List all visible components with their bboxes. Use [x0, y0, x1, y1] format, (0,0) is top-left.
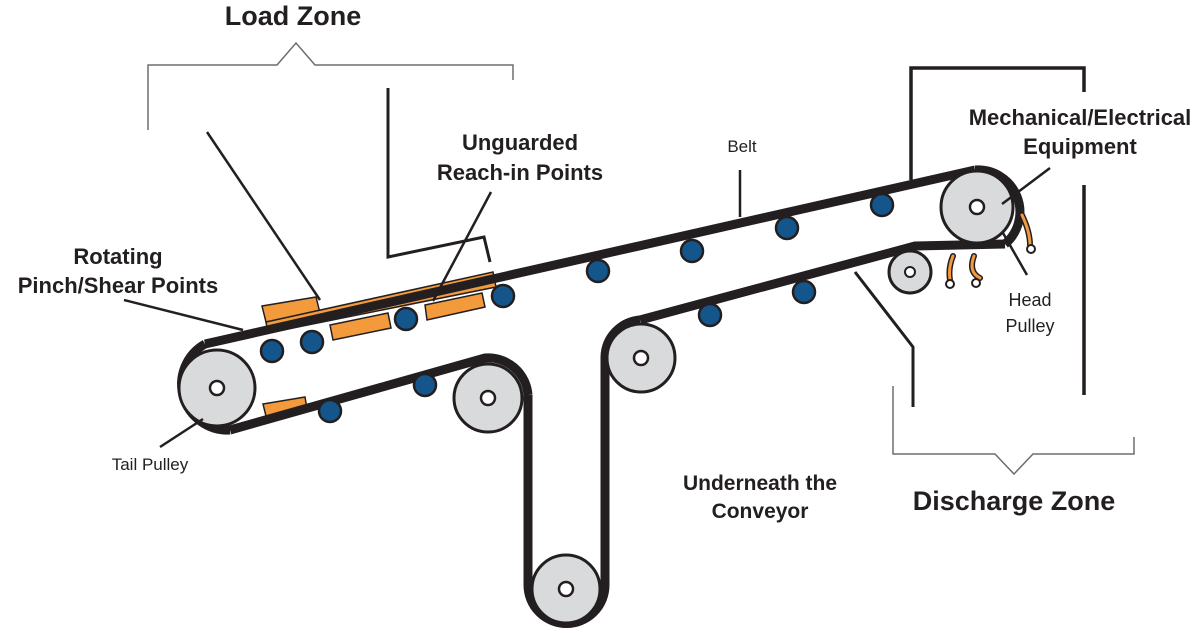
belt	[177, 165, 1025, 628]
idler	[679, 238, 705, 264]
idlers	[259, 192, 895, 424]
unguarded-label-1: Unguarded	[462, 130, 578, 155]
idler	[869, 192, 895, 218]
load-leader	[205, 131, 322, 301]
snub-pulley	[605, 322, 677, 394]
idler	[393, 306, 419, 332]
belt-label: Belt	[727, 137, 757, 156]
rotating-leader	[123, 298, 244, 332]
tail-pulley	[177, 348, 257, 428]
discharge-zone-bracket	[892, 386, 1135, 476]
bend-pulley	[887, 249, 933, 295]
underneath-label-1: Underneath the	[683, 472, 837, 495]
head-pulley	[939, 169, 1015, 245]
idler	[791, 279, 817, 305]
unguarded-leader	[431, 191, 493, 302]
unguarded-label-2: Reach-in Points	[437, 160, 603, 185]
tail-pulley-label: Tail Pulley	[112, 455, 189, 474]
idler	[774, 215, 800, 241]
idler	[585, 258, 611, 284]
mech-label-2: Equipment	[1023, 134, 1137, 159]
rotating-label-2: Pinch/Shear Points	[18, 273, 219, 298]
leader-lines	[123, 131, 1051, 449]
rotating-label-1: Rotating	[73, 244, 162, 269]
idler	[317, 398, 343, 424]
idler	[412, 372, 438, 398]
discharge-zone-title: Discharge Zone	[913, 486, 1116, 516]
underneath-label-2: Conveyor	[712, 500, 809, 523]
take-up-pulley	[530, 553, 602, 625]
load-guard-frame	[386, 88, 492, 263]
mech-leader	[1001, 167, 1051, 205]
head-pulley-label-1: Head	[1008, 290, 1051, 310]
load-zone-bracket	[147, 41, 514, 130]
idler	[299, 329, 325, 355]
idler	[697, 302, 723, 328]
electrical-equipment	[945, 212, 1036, 289]
idler	[259, 338, 285, 364]
discharge-guard-frame	[909, 66, 1086, 180]
return-pulley-left	[452, 362, 524, 434]
load-zone-title: Load Zone	[225, 1, 362, 31]
tail-leader	[159, 417, 204, 449]
head-pulley-label-2: Pulley	[1005, 316, 1054, 336]
head-leader	[1001, 232, 1029, 276]
discharge-guard-lower	[853, 271, 915, 407]
idler	[490, 283, 516, 309]
mech-label-1: Mechanical/Electrical	[969, 105, 1192, 130]
